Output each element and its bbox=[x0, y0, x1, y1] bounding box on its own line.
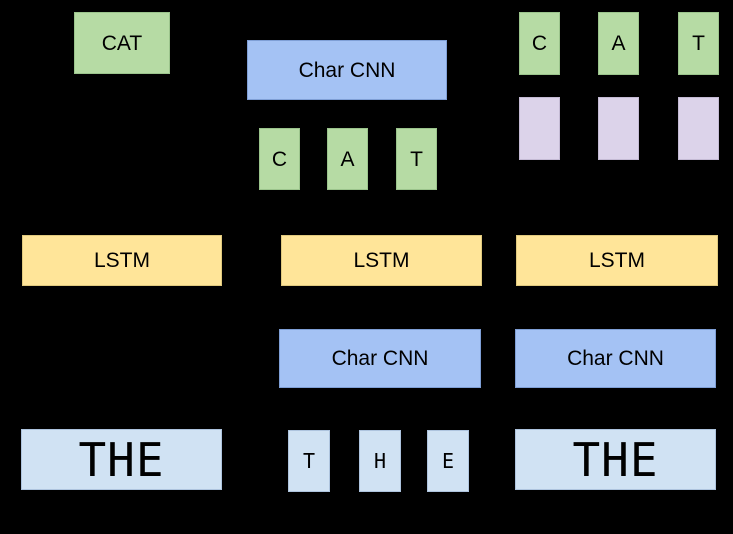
embedding-box-1 bbox=[519, 97, 560, 160]
word-box-cat: CAT bbox=[74, 12, 170, 74]
lstm-box-left: LSTM bbox=[22, 235, 222, 286]
input-char-box-t: T bbox=[288, 430, 330, 492]
char-cnn-box-middle-bottom: Char CNN bbox=[279, 329, 481, 388]
input-word-box-the-left: THE bbox=[21, 429, 222, 490]
char-cnn-box-top: Char CNN bbox=[247, 40, 447, 100]
input-word-box-the-right: THE bbox=[515, 429, 716, 490]
char-box-c-middle: C bbox=[259, 128, 300, 190]
char-box-t-middle: T bbox=[396, 128, 437, 190]
char-box-a-right: A bbox=[598, 12, 639, 75]
char-box-c-right: C bbox=[519, 12, 560, 75]
embedding-box-3 bbox=[678, 97, 719, 160]
embedding-box-2 bbox=[598, 97, 639, 160]
input-char-box-e: E bbox=[427, 430, 469, 492]
lstm-box-middle: LSTM bbox=[281, 235, 482, 286]
input-char-box-h: H bbox=[359, 430, 401, 492]
char-box-t-right: T bbox=[678, 12, 719, 75]
char-box-a-middle: A bbox=[327, 128, 368, 190]
char-cnn-box-right-bottom: Char CNN bbox=[515, 329, 716, 388]
lstm-box-right: LSTM bbox=[516, 235, 718, 286]
